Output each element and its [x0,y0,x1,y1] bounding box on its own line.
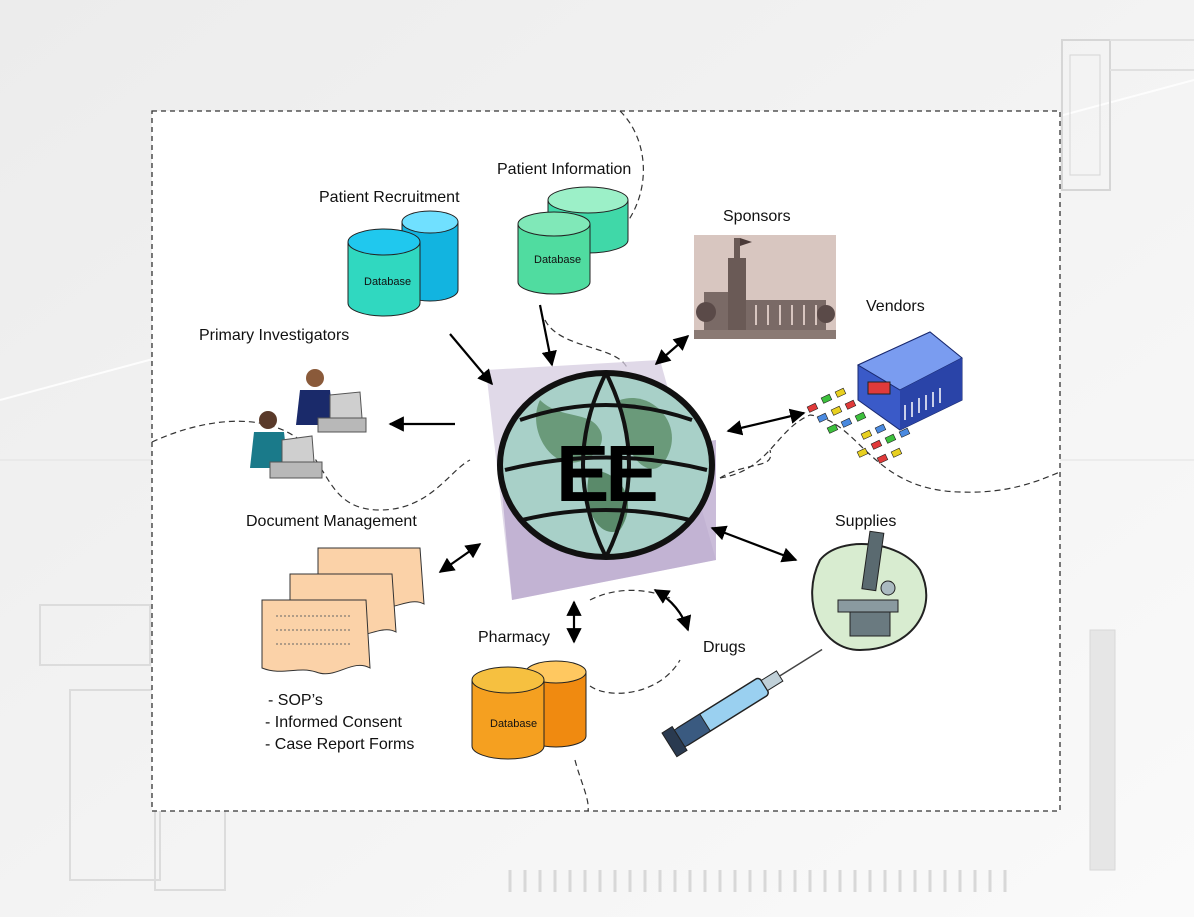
db-label-information: Database [534,254,581,266]
sponsors-label: Sponsors [723,208,791,225]
patient-information-label: Patient Information [497,161,632,178]
drugs-label: Drugs [703,639,746,656]
arrow-recruitment-to-center [449,333,493,386]
drugs-syringe-icon [661,648,823,758]
patient-information-database-icon: Database [517,186,629,295]
patient-recruitment-label: Patient Recruitment [319,189,460,206]
primary-investigators-icon [250,369,367,479]
document-item-sops: - SOP’s [268,692,323,709]
primary-investigators-label: Primary Investigators [199,327,350,344]
supplies-microscope-icon [811,530,928,652]
center-globe-icon [486,360,716,600]
db-label-recruitment: Database [364,276,411,288]
document-stack-icon [261,547,425,675]
patient-recruitment-database-icon: Database [347,210,459,317]
arrow-information-to-center [538,304,557,367]
arrow-center-sponsors [654,334,690,366]
center-label: EE [556,429,659,518]
db-label-pharmacy: Database [490,718,537,730]
document-management-label: Document Management [246,513,417,530]
arrow-center-documents [438,543,482,573]
document-item-case-report-forms: - Case Report Forms [265,736,415,753]
arrows [388,304,806,644]
supplies-label: Supplies [835,513,897,530]
arrow-center-drugs [653,589,692,632]
arrow-center-vendors [726,408,806,436]
sponsors-castle-icon [694,235,836,339]
pharmacy-database-icon: Database [471,660,587,760]
vendors-building-icon [806,331,963,464]
pharmacy-label: Pharmacy [478,629,551,646]
arrow-center-supplies [710,525,798,563]
vendors-label: Vendors [866,298,925,315]
document-item-informed-consent: - Informed Consent [265,714,402,731]
